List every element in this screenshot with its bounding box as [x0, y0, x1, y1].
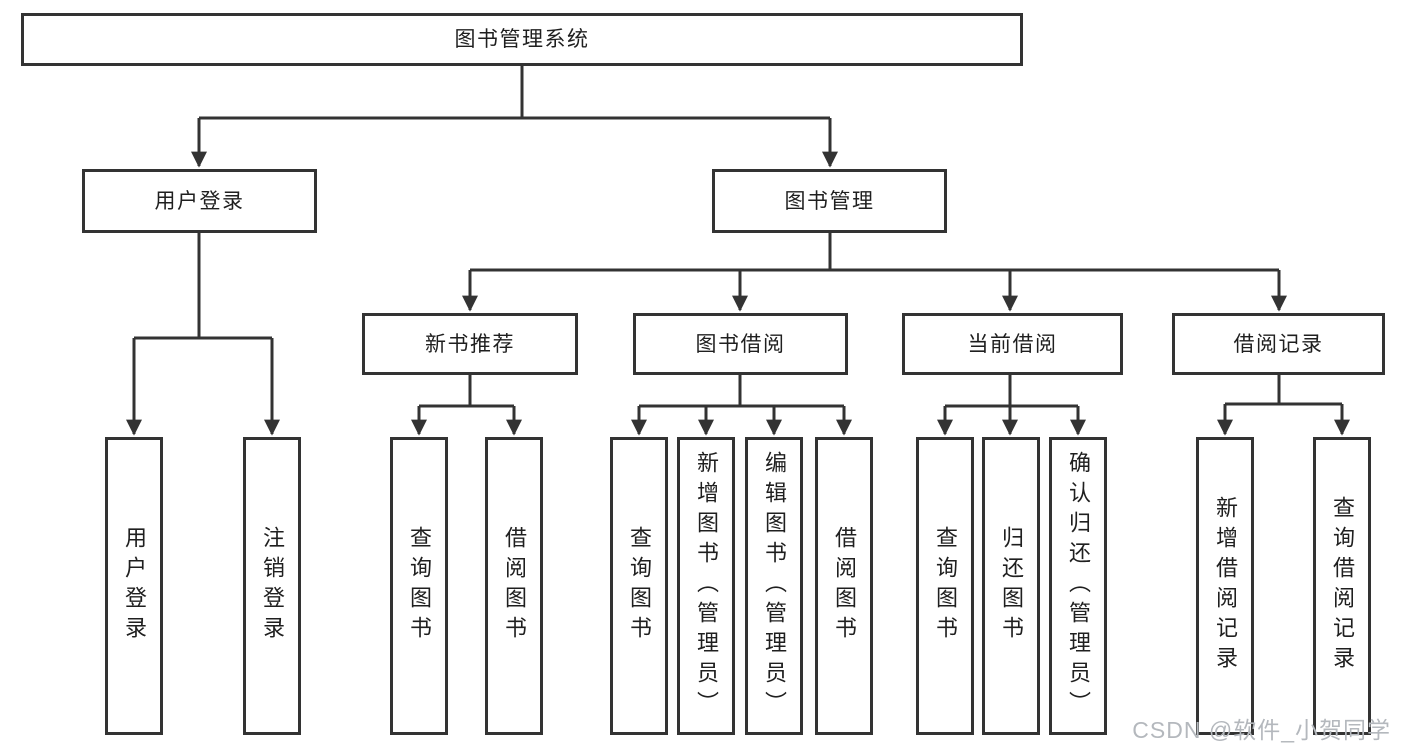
leaf-label: 借阅图书: [832, 526, 857, 646]
csdn-watermark: CSDN @软件_小贺同学: [1132, 717, 1391, 743]
leaf-label: 新增图书（管理员）: [694, 451, 719, 721]
node-label: 图书借阅: [695, 332, 786, 356]
leaf-confirm-return-admin: 确认归还（管理员）: [1049, 437, 1107, 735]
leaf-label: 借阅图书: [502, 526, 527, 646]
leaf-borrow-books-borrowing: 借阅图书: [815, 437, 873, 735]
leaf-label: 归还图书: [999, 526, 1024, 646]
node-current-borrowing: 当前借阅: [902, 313, 1123, 375]
node-new-book-recommend: 新书推荐: [362, 313, 578, 375]
leaf-add-borrow-record: 新增借阅记录: [1196, 437, 1254, 735]
leaf-label: 注销登录: [260, 526, 285, 646]
node-book-management: 图书管理: [712, 169, 947, 233]
node-label: 用户登录: [154, 189, 245, 213]
leaf-query-books-recommend: 查询图书: [390, 437, 448, 735]
leaf-borrow-books-recommend: 借阅图书: [485, 437, 543, 735]
node-borrowing-records: 借阅记录: [1172, 313, 1385, 375]
leaf-edit-books-admin: 编辑图书（管理员）: [745, 437, 803, 735]
leaf-return-books: 归还图书: [982, 437, 1040, 735]
leaf-label: 查询借阅记录: [1330, 496, 1355, 676]
leaf-query-books-current: 查询图书: [916, 437, 974, 735]
leaf-label: 新增借阅记录: [1213, 496, 1238, 676]
leaf-label: 查询图书: [933, 526, 958, 646]
leaf-label: 确认归还（管理员）: [1066, 451, 1091, 721]
node-user-login: 用户登录: [82, 169, 317, 233]
leaf-logout: 注销登录: [243, 437, 301, 735]
node-book-borrowing: 图书借阅: [633, 313, 848, 375]
leaf-query-books-borrowing: 查询图书: [610, 437, 668, 735]
node-label: 图书管理: [784, 189, 875, 213]
node-root-system: 图书管理系统: [21, 13, 1023, 66]
node-label: 图书管理系统: [454, 28, 590, 51]
leaf-label: 编辑图书（管理员）: [762, 451, 787, 721]
leaf-user-login: 用户登录: [105, 437, 163, 735]
node-label: 当前借阅: [967, 332, 1058, 356]
node-label: 借阅记录: [1233, 332, 1324, 356]
leaf-add-books-admin: 新增图书（管理员）: [677, 437, 735, 735]
node-label: 新书推荐: [425, 332, 515, 356]
leaf-label: 查询图书: [407, 526, 432, 646]
leaf-label: 查询图书: [627, 526, 652, 646]
leaf-label: 用户登录: [122, 526, 147, 646]
leaf-query-borrow-record: 查询借阅记录: [1313, 437, 1371, 735]
